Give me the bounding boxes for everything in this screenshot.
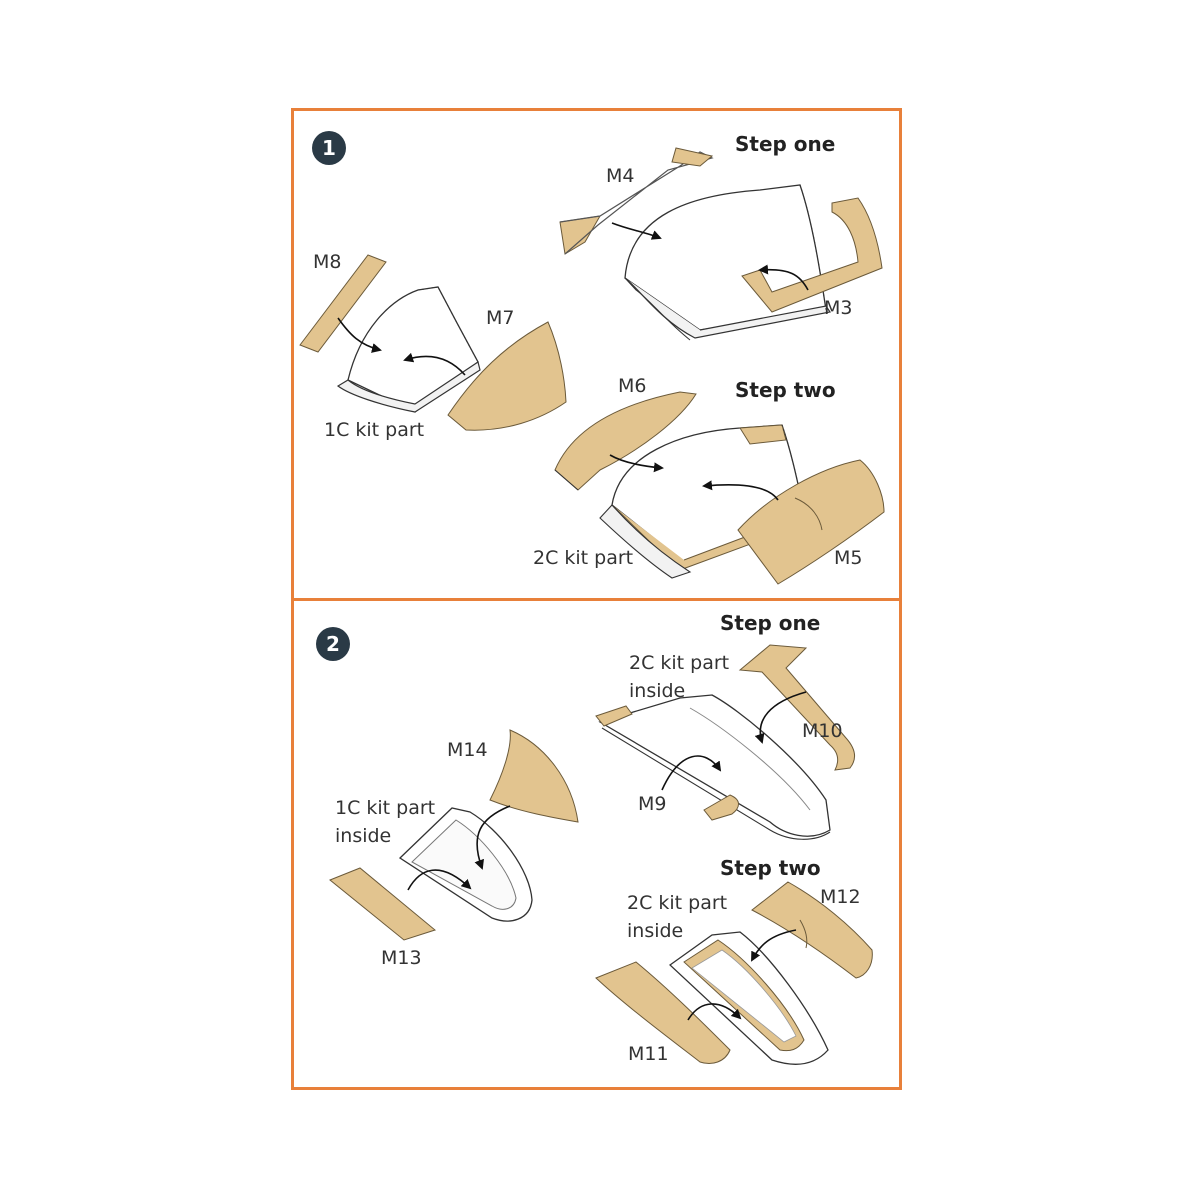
panel2-step-one-title: Step one (720, 611, 821, 635)
mask-m9 (595, 705, 739, 821)
mask-m6 (554, 391, 697, 491)
mask-m7 (447, 321, 567, 431)
mask-m3 (741, 197, 883, 313)
canopy-2c-step-one (624, 184, 832, 341)
mask-m14 (489, 729, 579, 823)
step-badge-2: 2 (316, 627, 350, 661)
mask-m13 (329, 867, 437, 941)
mask-m4 (559, 147, 714, 255)
label-1c-kit-part-inside-line1: 1C kit part (335, 797, 436, 819)
mask-m10 (738, 644, 856, 771)
label-m9: M9 (638, 793, 667, 815)
panel2-step-two-title: Step two (720, 856, 821, 880)
label-m7: M7 (486, 307, 515, 329)
label-2c-kit-part-inside-b-line2: inside (627, 920, 684, 942)
label-m3: M3 (824, 297, 853, 319)
mask-m11 (595, 961, 731, 1064)
label-m14: M14 (447, 739, 488, 761)
label-2c-kit-part-inside-a-line2: inside (629, 680, 686, 702)
step-badge-1: 1 (312, 131, 346, 165)
panel1-step-two-title: Step two (735, 378, 836, 402)
label-m11: M11 (628, 1043, 669, 1065)
label-2c-kit-part: 2C kit part (533, 547, 634, 569)
label-m6: M6 (618, 375, 647, 397)
canopy-2c-step-two-inside (668, 931, 829, 1065)
mask-m8 (299, 254, 387, 353)
mask-m12 (751, 881, 873, 979)
label-m12: M12 (820, 886, 861, 908)
label-2c-kit-part-inside-b-line1: 2C kit part (627, 892, 728, 914)
label-1c-kit-part: 1C kit part (324, 419, 425, 441)
panel1-step-one-title: Step one (735, 132, 836, 156)
label-m4: M4 (606, 165, 635, 187)
canopy-1c-inside (398, 807, 533, 922)
mask-m5 (737, 459, 885, 585)
label-1c-kit-part-inside-line2: inside (335, 825, 392, 847)
canopy-1c (336, 286, 481, 413)
label-m8: M8 (313, 251, 342, 273)
label-m10: M10 (802, 720, 843, 742)
label-m5: M5 (834, 547, 863, 569)
label-m13: M13 (381, 947, 422, 969)
label-2c-kit-part-inside-a-line1: 2C kit part (629, 652, 730, 674)
